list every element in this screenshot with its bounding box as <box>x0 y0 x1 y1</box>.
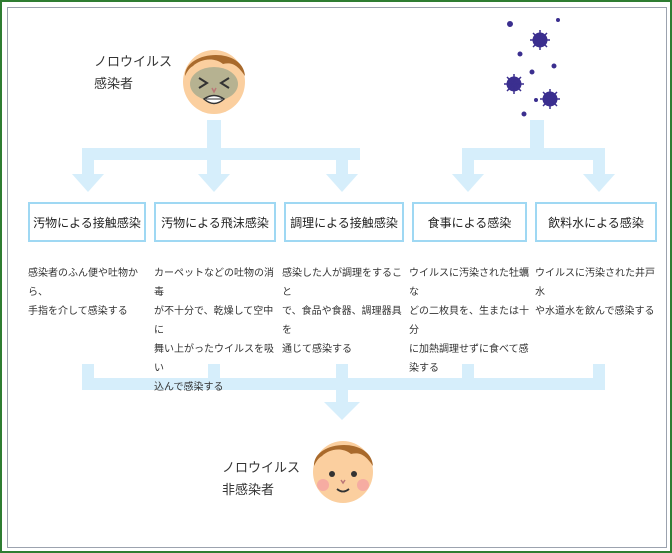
route-label: 汚物による接触感染 <box>33 215 141 230</box>
route-box-droplet-waste: 汚物による飛沫感染 <box>154 202 276 242</box>
sick-child-icon <box>183 50 245 114</box>
route-desc-contact-cooking: 感染した人が調理をすること で、食品や食器、調理器具を 通じて感染する <box>282 264 408 359</box>
desc-line: どの二枚貝を、生または十分 <box>409 306 529 336</box>
desc-line: で、食品や食器、調理器具を <box>282 306 402 336</box>
route-box-water: 飲料水による感染 <box>535 202 657 242</box>
desc-line: 手指を介して感染する <box>28 306 128 317</box>
inner-border <box>7 7 667 548</box>
route-desc-droplet-waste: カーペットなどの吐物の消毒 が不十分で、乾燥して空中に 舞い上がったウイルスを吸… <box>154 264 280 397</box>
desc-line: 舞い上がったウイルスを吸い <box>154 344 274 374</box>
desc-line: 感染した人が調理をすること <box>282 268 402 298</box>
desc-line: 込んで感染する <box>154 382 224 393</box>
route-box-contact-cooking: 調理による接触感染 <box>284 202 404 242</box>
uninfected-label-line1: ノロウイルス <box>222 461 301 476</box>
desc-line: が不十分で、乾燥して空中に <box>154 306 274 336</box>
healthy-child-icon <box>313 441 373 503</box>
desc-line: ウイルスに汚染された牡蠣な <box>409 268 529 298</box>
desc-line: 染する <box>409 363 439 374</box>
desc-line: に加熱調理せずに食べて感 <box>409 344 529 355</box>
uninfected-label: ノロウイルス 非感染者 <box>222 458 300 502</box>
virus-icon <box>504 18 560 117</box>
route-desc-food: ウイルスに汚染された牡蠣な どの二枚貝を、生または十分 に加熱調理せずに食べて感… <box>409 264 535 378</box>
route-label: 汚物による飛沫感染 <box>161 215 269 230</box>
desc-line: 感染者のふん便や吐物から、 <box>28 268 138 298</box>
route-label: 食事による感染 <box>427 215 512 230</box>
desc-line: や水道水を飲んで感染する <box>535 306 655 317</box>
route-label: 調理による接触感染 <box>290 215 398 230</box>
desc-line: ウイルスに汚染された井戸水 <box>535 268 655 298</box>
desc-line: 通じて感染する <box>282 344 352 355</box>
uninfected-label-line2: 非感染者 <box>222 483 275 498</box>
route-label: 飲料水による感染 <box>548 215 644 230</box>
infected-label-line2: 感染者 <box>94 77 134 92</box>
desc-line: カーペットなどの吐物の消毒 <box>154 268 274 298</box>
infected-label: ノロウイルス 感染者 <box>94 52 172 96</box>
route-desc-water: ウイルスに汚染された井戸水 や水道水を飲んで感染する <box>535 264 663 321</box>
route-desc-contact-waste: 感染者のふん便や吐物から、 手指を介して感染する <box>28 264 152 321</box>
route-box-food: 食事による感染 <box>412 202 527 242</box>
route-box-contact-waste: 汚物による接触感染 <box>28 202 146 242</box>
infected-label-line1: ノロウイルス <box>94 55 173 70</box>
